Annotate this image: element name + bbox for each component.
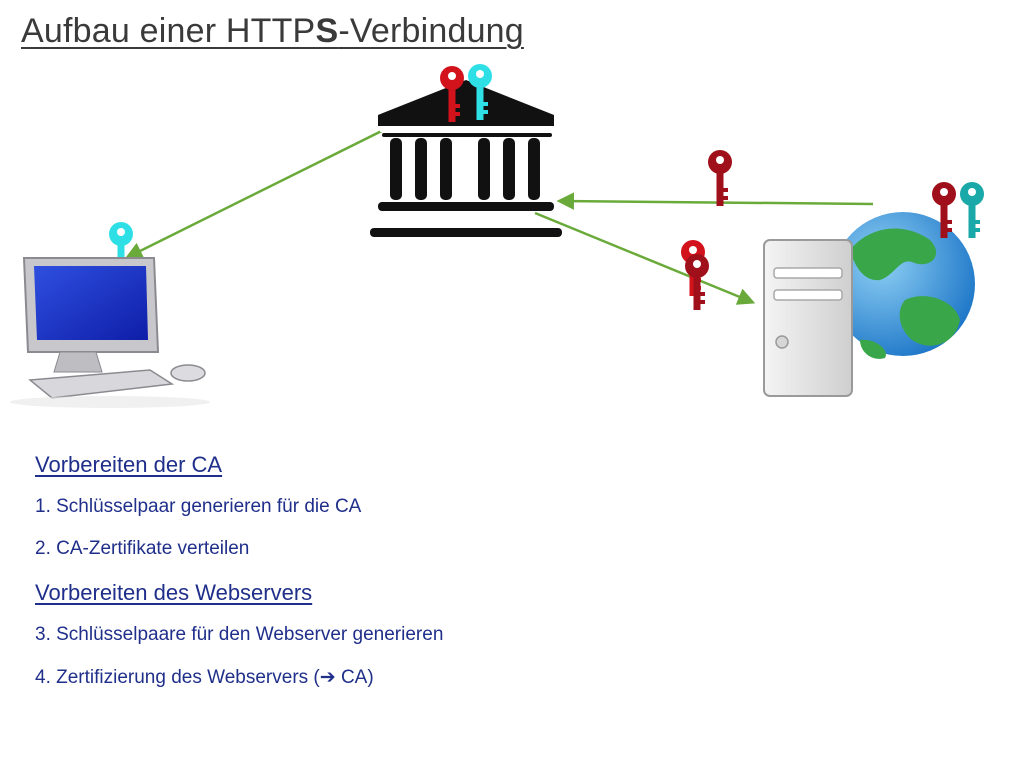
client-ca-key-icon [109, 222, 133, 278]
title-bold-letter: S [315, 12, 339, 50]
step-2: 2. CA-Zertifikate verteilen [35, 538, 250, 559]
cert-request-key-icon [708, 150, 732, 206]
section-heading-webserver: Vorbereiten des Webservers [35, 580, 313, 605]
ca-public-key-icon [468, 64, 492, 120]
title-prefix: Aufbau einer HTTP [21, 12, 316, 50]
building-icon [370, 80, 562, 237]
step-4-suffix: CA) [335, 667, 374, 688]
signed-cert-key-icon [681, 240, 705, 296]
web-server-globe-icon [763, 212, 975, 397]
slide-title: Aufbau einer HTTPS-Verbindung [21, 12, 524, 51]
server-private-key-icon [932, 182, 956, 238]
signed-cert-key-overlay-icon [685, 254, 709, 310]
arrow-ca-to-server [534, 211, 756, 305]
step-3: 3. Schlüsselpaare für den Webserver gene… [35, 624, 444, 645]
step-4-prefix: 4. Zertifizierung des Webservers ( [35, 667, 320, 688]
step-4: 4. Zertifizierung des Webservers (➔ CA) [35, 666, 374, 689]
https-diagram [10, 64, 984, 408]
right-arrow-icon: ➔ [319, 667, 336, 688]
ca-private-key-icon [440, 66, 464, 122]
step-1: 1. Schlüsselpaar generieren für die CA [35, 496, 362, 517]
section-heading-ca: Vorbereiten der CA [35, 452, 223, 477]
desktop-computer-icon [10, 257, 210, 408]
server-public-key-icon [960, 182, 984, 238]
title-suffix: -Verbindung [338, 12, 524, 50]
